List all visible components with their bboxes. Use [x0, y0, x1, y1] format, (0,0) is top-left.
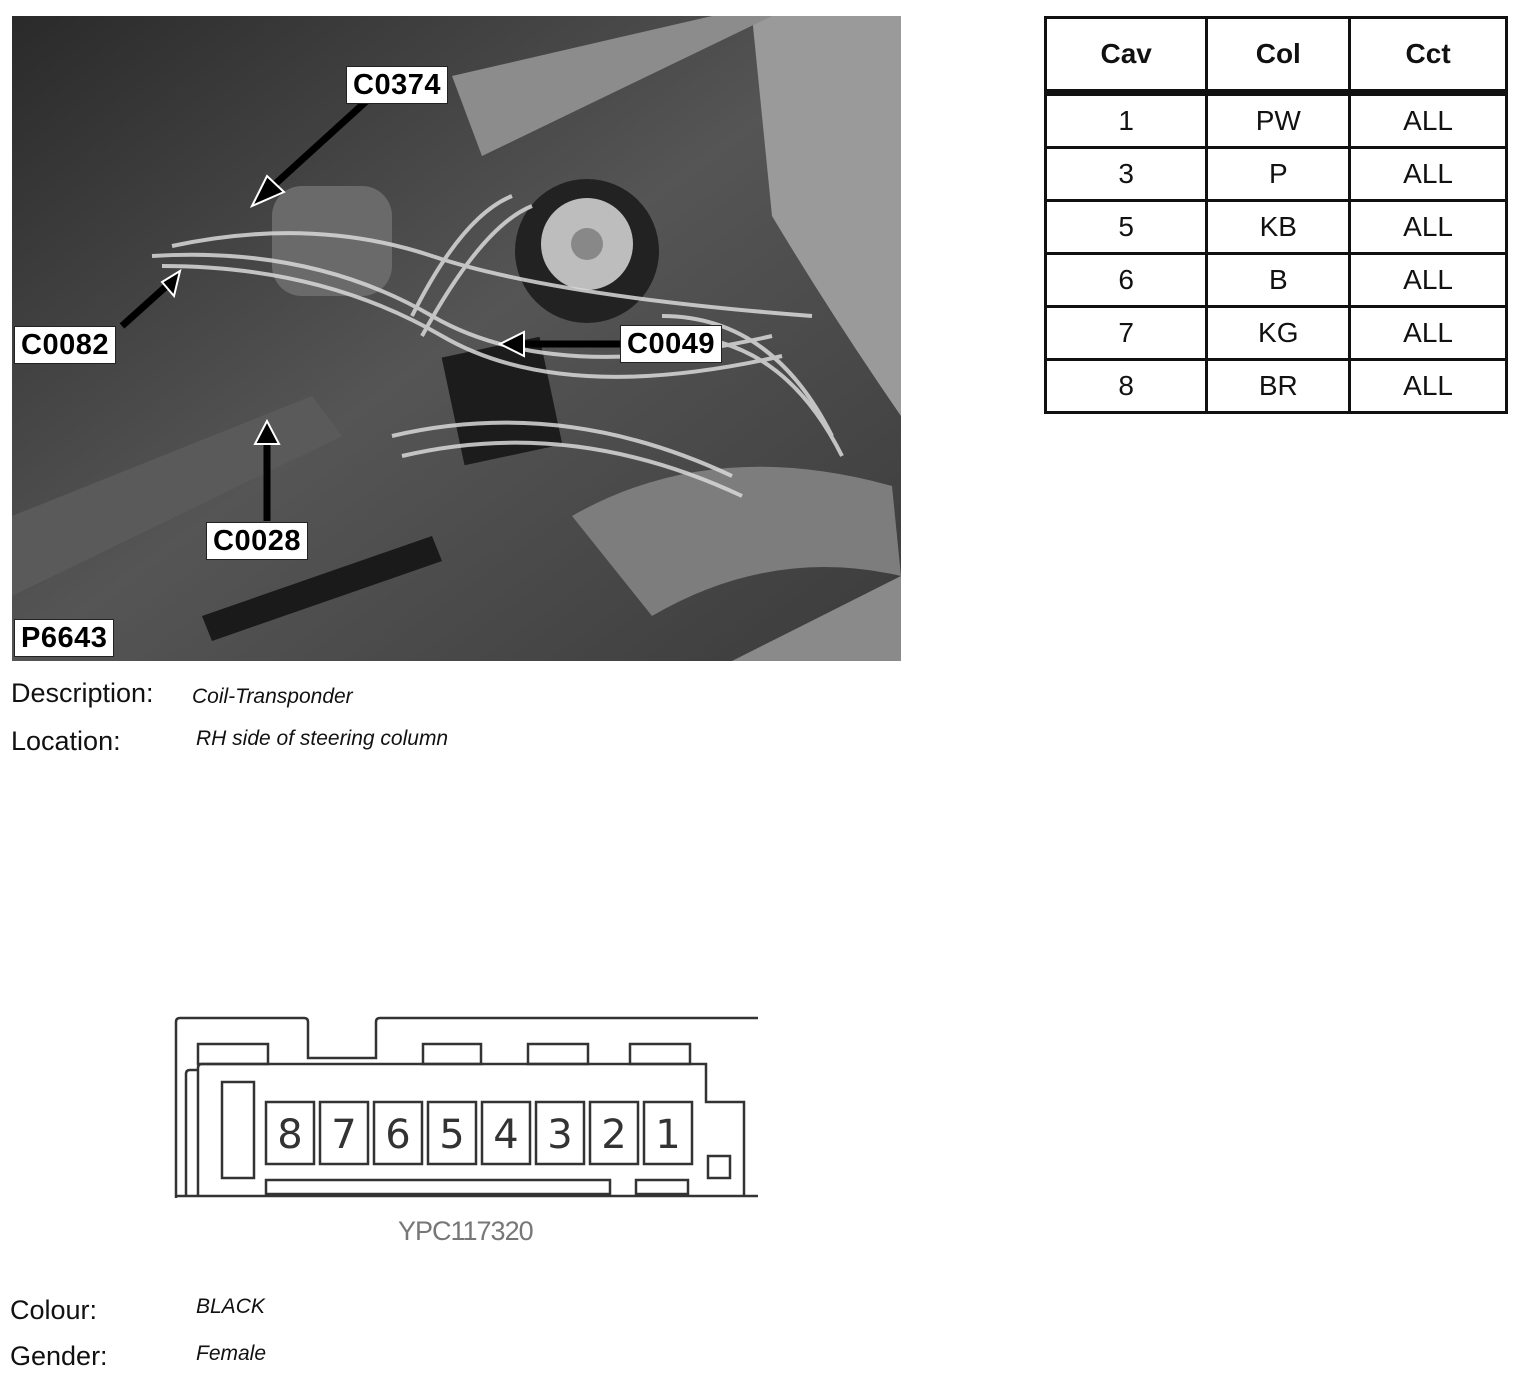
- pin-number: 8: [277, 1112, 302, 1158]
- table-row: 1 PW ALL: [1043, 91, 1508, 149]
- colour-value: BLACK: [196, 1295, 265, 1318]
- pin-number: 3: [547, 1112, 572, 1158]
- table-header-row: Cav Col Cct: [1043, 16, 1508, 96]
- cell-col: PW: [1205, 91, 1352, 149]
- pin-number: 6: [385, 1112, 410, 1158]
- cell-cav: 6: [1043, 252, 1209, 308]
- table-row: 3 P ALL: [1043, 146, 1508, 202]
- pin-cavity: [426, 1100, 478, 1166]
- colour-label: Colour:: [10, 1295, 98, 1325]
- pin-number: 7: [331, 1112, 356, 1158]
- pin-cavity: [534, 1100, 586, 1166]
- cell-cct: ALL: [1348, 199, 1508, 255]
- callout-c0049: C0049: [620, 325, 722, 363]
- pin-number: 2: [601, 1112, 626, 1158]
- cell-col: BR: [1205, 358, 1352, 414]
- cell-cav: 7: [1043, 305, 1209, 361]
- cell-col: B: [1205, 252, 1352, 308]
- steering-column-photo-image: [12, 16, 901, 661]
- cell-cct: ALL: [1348, 252, 1508, 308]
- description-label: Description:: [11, 678, 154, 708]
- cell-col: KG: [1205, 305, 1352, 361]
- header-col: Col: [1205, 16, 1352, 96]
- pin-number: 1: [655, 1112, 680, 1158]
- cell-cct: ALL: [1348, 91, 1508, 149]
- cell-cav: 3: [1043, 146, 1209, 202]
- gender-value: Female: [196, 1342, 267, 1365]
- location-value: RH side of steering column: [196, 727, 449, 750]
- cell-cct: ALL: [1348, 305, 1508, 361]
- table-row: 8 BR ALL: [1043, 358, 1508, 414]
- header-cct: Cct: [1348, 16, 1508, 96]
- gender-label: Gender:: [10, 1341, 108, 1371]
- table-row: 5 KB ALL: [1043, 199, 1508, 255]
- table-row: 6 B ALL: [1043, 252, 1508, 308]
- cell-cct: ALL: [1348, 146, 1508, 202]
- connector-location-photo: C0374 C0082 C0049 C0028 P6643: [12, 16, 901, 661]
- callout-c0028: C0028: [206, 522, 308, 560]
- connector-part-code: YPC117320: [398, 1216, 534, 1246]
- cell-cav: 1: [1043, 91, 1209, 149]
- pin-assignment-table: Cav Col Cct 1 PW ALL 3 P ALL 5 KB ALL 6 …: [1043, 16, 1508, 414]
- header-cav: Cav: [1043, 16, 1209, 96]
- cell-cct: ALL: [1348, 358, 1508, 414]
- pin-cavity: [642, 1100, 694, 1166]
- cell-cav: 5: [1043, 199, 1209, 255]
- description-value: Coil-Transponder: [192, 685, 353, 708]
- photo-reference: P6643: [14, 619, 115, 657]
- pin-cavity: [372, 1100, 424, 1166]
- cell-col: P: [1205, 146, 1352, 202]
- pin-number: 5: [439, 1112, 464, 1158]
- callout-c0374: C0374: [346, 66, 448, 104]
- pin-cavity: [588, 1100, 640, 1166]
- location-label: Location:: [11, 726, 121, 756]
- pin-cavity: [318, 1100, 370, 1166]
- table-row: 7 KG ALL: [1043, 305, 1508, 361]
- cell-col: KB: [1205, 199, 1352, 255]
- cell-cav: 8: [1043, 358, 1209, 414]
- pin-number: 4: [493, 1112, 518, 1158]
- callout-c0082: C0082: [14, 326, 116, 364]
- pin-cavity: [480, 1100, 532, 1166]
- pin-cavity: [264, 1100, 316, 1166]
